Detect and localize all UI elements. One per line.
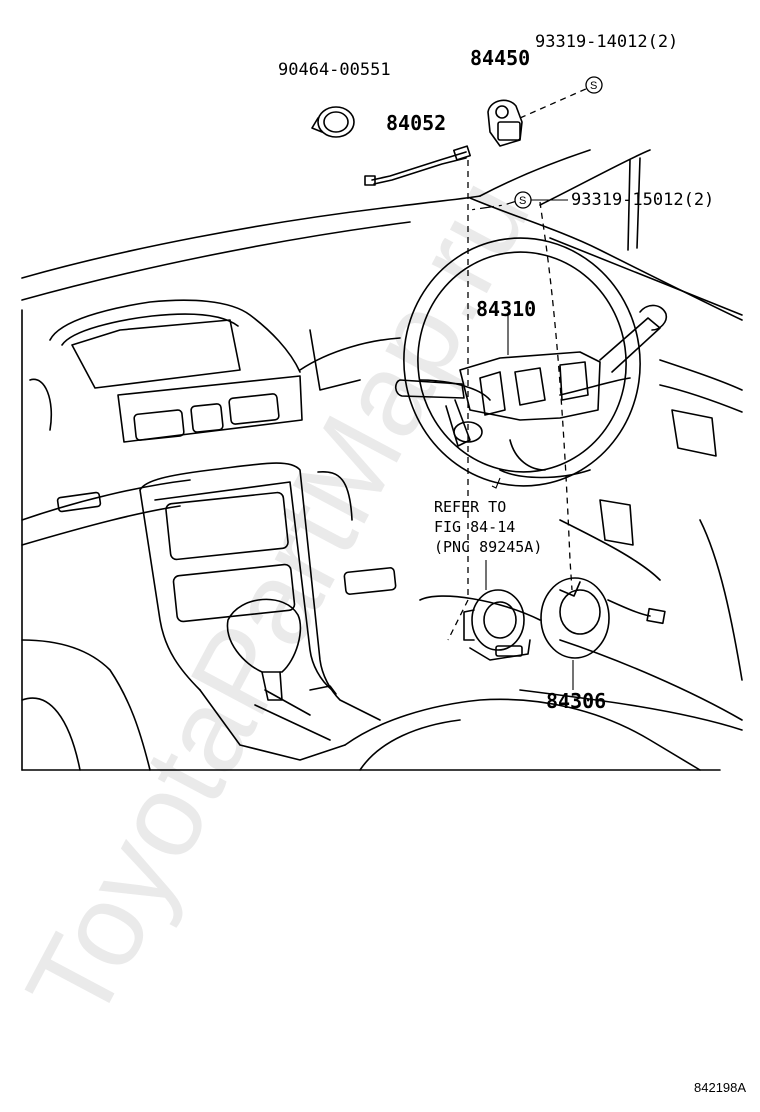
part-label-84310: 84310 [476, 297, 536, 321]
part-label-84450: 84450 [470, 46, 530, 70]
steering-wheel [403, 237, 641, 487]
reference-note-line-1: REFER TO [434, 498, 506, 516]
reference-note-line-3: (PNC 89245A) [434, 538, 542, 556]
reference-note-line-2: FIG 84-14 [434, 518, 515, 536]
dashboard-outline [21, 149, 743, 771]
part-label-84306: 84306 [546, 689, 606, 713]
switch-84450 [487, 99, 523, 147]
figure-code: 842198A [694, 1080, 746, 1095]
reference-note: REFER TO FIG 84-14 (PNC 89245A) [434, 498, 542, 556]
part-label-93319-15012: 93319-15012(2) [571, 190, 714, 210]
svg-text:S: S [590, 80, 597, 92]
referenced-sensor-part [463, 589, 531, 661]
part-label-93319-14012: 93319-14012(2) [535, 32, 678, 52]
clamp-90464-00551 [311, 106, 355, 138]
part-label-84052: 84052 [386, 111, 446, 135]
combination-switch-84310 [394, 304, 668, 447]
svg-text:S: S [519, 195, 526, 207]
wire-84052 [364, 145, 472, 186]
part-label-90464-00551: 90464-00551 [278, 60, 391, 80]
screw-symbol-1: S [585, 76, 603, 94]
screw-symbol-2: S [514, 191, 532, 209]
spiral-cable-84306 [540, 577, 666, 659]
